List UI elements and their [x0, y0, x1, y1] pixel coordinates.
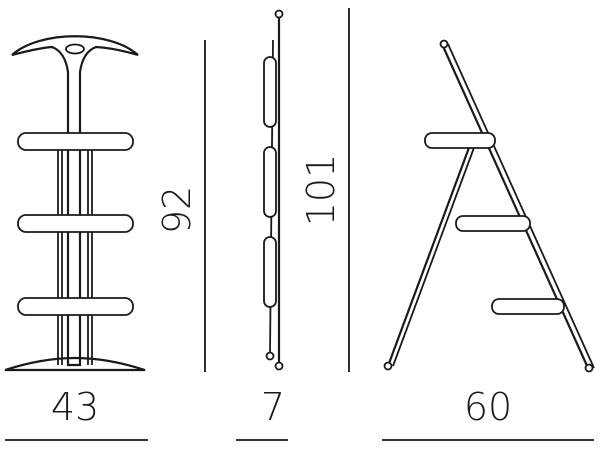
front-handle-hole — [65, 43, 85, 55]
side-step-1 — [263, 56, 277, 128]
front-base — [4, 356, 146, 372]
open-step-2 — [455, 215, 531, 232]
side-step-3 — [263, 236, 277, 308]
open-depth-label: 60 — [464, 385, 512, 429]
front-step-3 — [17, 297, 134, 316]
open-front-leg — [440, 43, 590, 369]
open-step-3 — [491, 298, 565, 315]
front-width-label: 43 — [51, 385, 99, 429]
open-step-1 — [424, 132, 496, 149]
front-step-1 — [17, 132, 134, 151]
side-view — [263, 9, 284, 371]
front-step-2 — [17, 214, 134, 233]
open-view — [383, 39, 595, 373]
front-view — [4, 35, 146, 372]
front-top-handle — [11, 35, 139, 367]
side-depth-label: 7 — [261, 385, 285, 429]
side-step-2 — [263, 146, 277, 218]
front-height-label: 92 — [155, 186, 199, 234]
open-rear-leg — [386, 144, 472, 367]
side-height-label: 101 — [299, 154, 343, 227]
